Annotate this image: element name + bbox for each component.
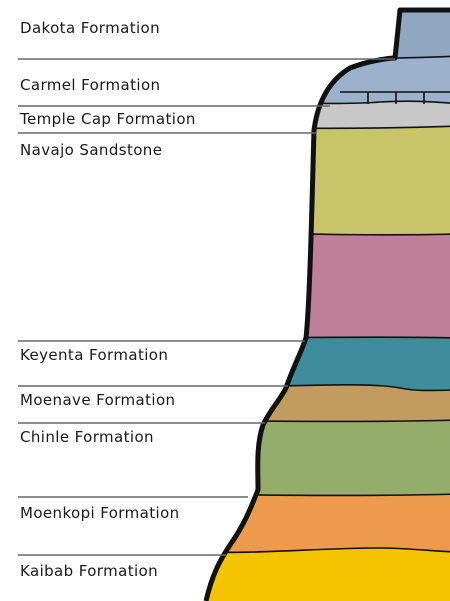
layer-chinle (200, 420, 450, 500)
label-moenkopi-formation: Moenkopi Formation (20, 504, 180, 522)
layer-navajo-upper (200, 126, 450, 236)
label-temple-cap-formation: Temple Cap Formation (20, 110, 196, 128)
label-moenave-formation: Moenave Formation (20, 391, 175, 409)
label-dakota-formation: Dakota Formation (20, 19, 160, 37)
label-chinle-formation: Chinle Formation (20, 428, 154, 446)
layer-navajo-lower (200, 232, 450, 342)
layer-keyenta (200, 337, 450, 392)
label-navajo-sandstone: Navajo Sandstone (20, 141, 162, 159)
layer-moenave (200, 385, 450, 426)
label-kaibab-formation: Kaibab Formation (20, 562, 158, 580)
layer-kaibab (200, 548, 450, 601)
label-carmel-formation: Carmel Formation (20, 76, 160, 94)
label-keyenta-formation: Keyenta Formation (20, 346, 168, 364)
